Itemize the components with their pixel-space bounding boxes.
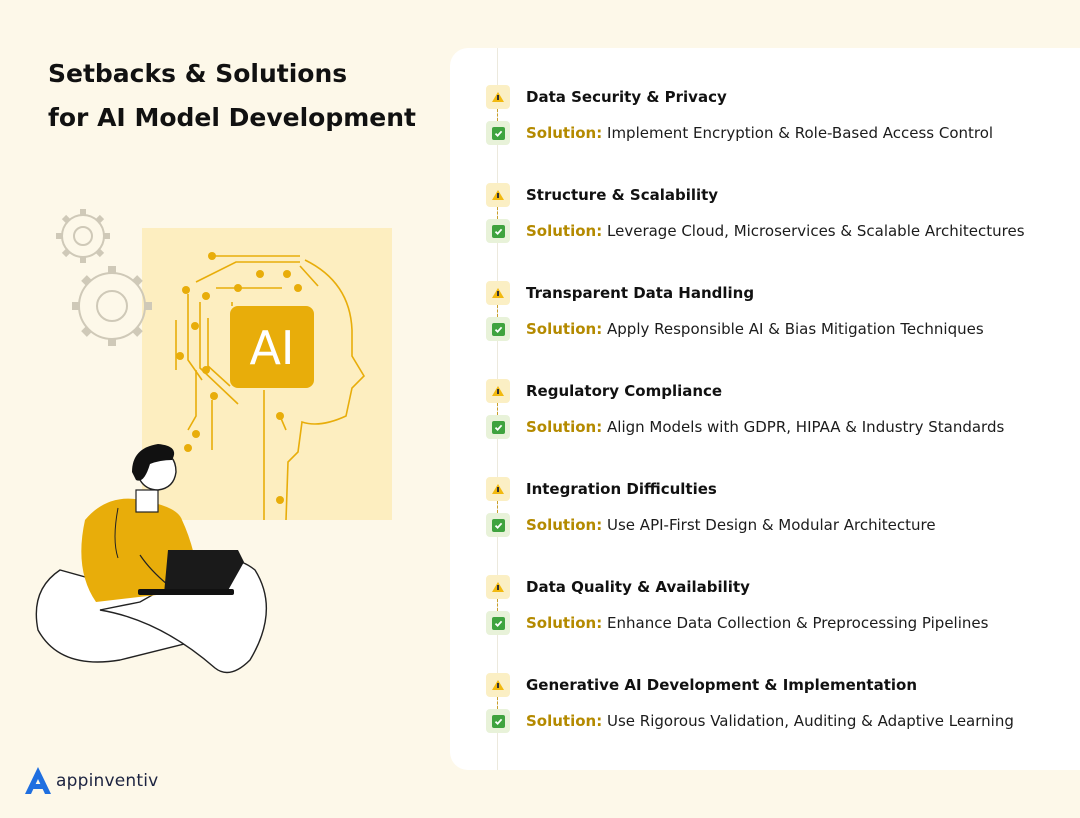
check-icon [486, 415, 510, 439]
connector-dash [497, 305, 498, 317]
check-icon [486, 709, 510, 733]
title-line-2: for AI Model Development [48, 103, 416, 132]
brand-logo: appinventiv [24, 766, 158, 796]
logo-text: appinventiv [56, 771, 159, 791]
logo-mark-icon [25, 767, 51, 794]
problem-title: Structure & Scalability [526, 186, 719, 204]
problem-title: Integration Difficulties [526, 480, 717, 498]
solution-text: Solution: Apply Responsible AI & Bias Mi… [526, 317, 984, 341]
solution-text: Solution: Leverage Cloud, Microservices … [526, 219, 1025, 243]
solution-body: Enhance Data Collection & Preprocessing … [607, 614, 989, 632]
solution-body: Apply Responsible AI & Bias Mitigation T… [607, 320, 984, 338]
solution-text: Solution: Enhance Data Collection & Prep… [526, 611, 988, 635]
list-item: Data Quality & Availability Solution: En… [0, 575, 1080, 655]
list-item: Generative AI Development & Implementati… [0, 673, 1080, 753]
large-gear-icon [72, 266, 152, 346]
solution-label: Solution: [526, 124, 603, 142]
title-line-1: Setbacks & Solutions [48, 59, 348, 88]
connector-dash [497, 403, 498, 415]
solution-label: Solution: [526, 418, 603, 436]
solution-label: Solution: [526, 222, 603, 240]
content-panel [450, 48, 1080, 770]
list-item: Data Security & Privacy Solution: Implem… [0, 85, 1080, 165]
warning-icon [486, 379, 510, 403]
check-icon [486, 611, 510, 635]
connector-dash [497, 697, 498, 709]
solution-label: Solution: [526, 712, 603, 730]
solution-label: Solution: [526, 320, 603, 338]
connector-dash [497, 109, 498, 121]
connector-dash [497, 501, 498, 513]
problem-title: Data Security & Privacy [526, 88, 727, 106]
solution-text: Solution: Align Models with GDPR, HIPAA … [526, 415, 1004, 439]
check-icon [486, 121, 510, 145]
circuit-head-outline [175, 255, 366, 521]
problem-title: Transparent Data Handling [526, 284, 755, 302]
problem-title: Generative AI Development & Implementati… [526, 676, 918, 694]
solution-body: Leverage Cloud, Microservices & Scalable… [607, 222, 1025, 240]
ai-badge-text: AI [249, 321, 294, 375]
solution-label: Solution: [526, 614, 603, 632]
solution-body: Use API-First Design & Modular Architect… [607, 516, 936, 534]
warning-icon [486, 183, 510, 207]
warning-icon [486, 575, 510, 599]
list-item: Integration Difficulties Solution: Use A… [0, 477, 1080, 557]
warning-icon [486, 281, 510, 305]
warning-icon [486, 673, 510, 697]
list-item: Structure & Scalability Solution: Levera… [0, 183, 1080, 263]
page-title: Setbacks & Solutions for AI Model Develo… [48, 52, 416, 140]
solution-label: Solution: [526, 516, 603, 534]
small-gear-icon [56, 209, 110, 263]
warning-icon [486, 477, 510, 501]
connector-dash [497, 599, 498, 611]
warning-icon [486, 85, 510, 109]
ai-badge [230, 306, 314, 388]
ai-person-illustration: AI [35, 209, 392, 674]
solution-body: Align Models with GDPR, HIPAA & Industry… [607, 418, 1005, 436]
check-icon [486, 317, 510, 341]
problem-title: Regulatory Compliance [526, 382, 723, 400]
solution-body: Implement Encryption & Role-Based Access… [607, 124, 994, 142]
connector-dash [497, 207, 498, 219]
list-item: Transparent Data Handling Solution: Appl… [0, 281, 1080, 361]
check-icon [486, 219, 510, 243]
solution-body: Use Rigorous Validation, Auditing & Adap… [607, 712, 1014, 730]
circuit-nodes [176, 252, 302, 504]
problem-title: Data Quality & Availability [526, 578, 750, 596]
check-icon [486, 513, 510, 537]
solution-text: Solution: Use Rigorous Validation, Audit… [526, 709, 1014, 733]
list-item: Regulatory Compliance Solution: Align Mo… [0, 379, 1080, 459]
solution-text: Solution: Implement Encryption & Role-Ba… [526, 121, 993, 145]
seated-person [35, 444, 268, 674]
solution-text: Solution: Use API-First Design & Modular… [526, 513, 936, 537]
